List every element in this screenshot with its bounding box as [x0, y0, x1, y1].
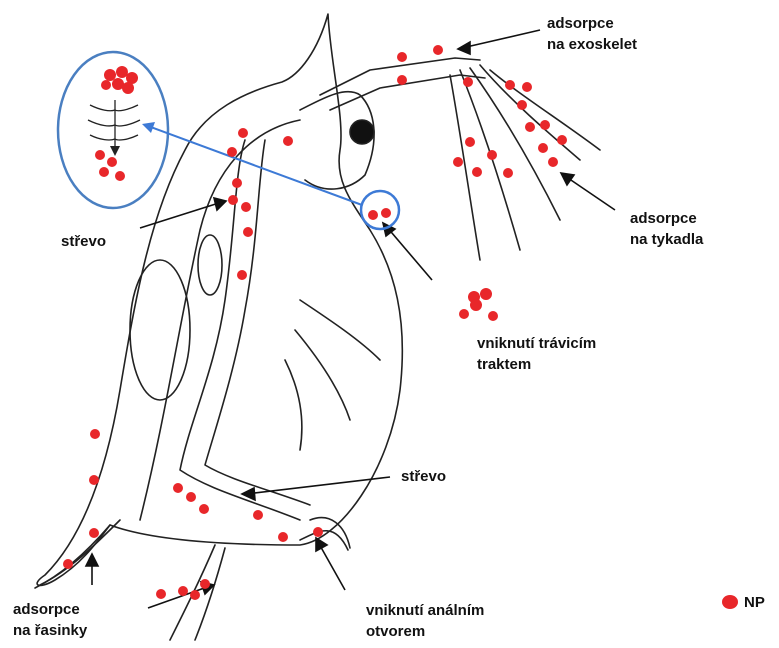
nanoparticles [63, 45, 567, 600]
label-exoskeleton: adsorpce na exoskelet [547, 13, 637, 55]
label-setae: adsorpce na řasinky [13, 599, 87, 641]
legend-label: NP [744, 592, 765, 613]
label-antennae: adsorpce na tykadla [630, 208, 703, 250]
arrow-exoskeleton [462, 30, 540, 48]
arrow-gut-upper [140, 202, 222, 228]
carapace-inner [140, 120, 300, 520]
inset-pointer-line [148, 126, 362, 205]
arrow-anal [318, 542, 345, 590]
inset-target-circle [361, 191, 399, 229]
label-gut-lower: střevo [401, 466, 446, 487]
label-gut-upper: střevo [61, 231, 106, 252]
arrow-digestive [386, 226, 432, 280]
compound-eye [350, 120, 374, 144]
brood-egg [130, 260, 190, 400]
legend-np-dot [722, 595, 738, 609]
gut-tube [180, 140, 300, 520]
label-anal-opening: vniknutí análním otvorem [366, 600, 484, 642]
arrow-antennae [565, 176, 615, 210]
label-digestive-tract: vniknutí trávicím traktem [477, 333, 596, 375]
carapace-outline [37, 14, 402, 585]
